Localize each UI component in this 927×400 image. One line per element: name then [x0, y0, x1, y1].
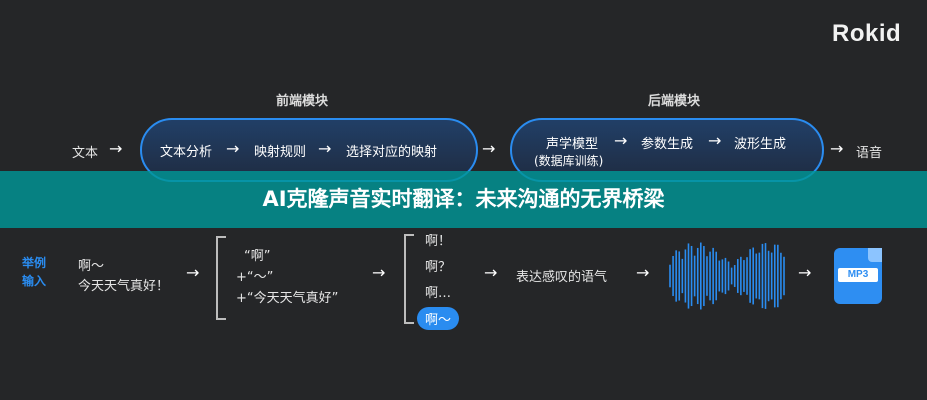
- frontend-module-title: 前端模块: [276, 94, 329, 109]
- backend-step: 波形生成: [734, 137, 787, 152]
- title-banner: [0, 171, 927, 228]
- combo-item: +“～”: [236, 270, 274, 285]
- arrow-icon: →: [318, 139, 332, 158]
- flow-input-text: 文本: [72, 146, 99, 161]
- arrow-icon: →: [636, 263, 650, 282]
- input-label: 输入: [22, 274, 47, 288]
- arrow-icon: →: [614, 131, 628, 150]
- arrow-icon: →: [109, 139, 123, 158]
- file-corner-fold: [868, 248, 882, 262]
- waveform-graphic: [669, 242, 785, 310]
- tone-option-selected: 啊～: [417, 307, 460, 330]
- example-input-line: 今天天气真好！: [78, 279, 170, 294]
- tone-result: 表达感叹的语气: [516, 270, 608, 285]
- example-label: 举例: [22, 256, 47, 270]
- backend-step: 参数生成: [641, 137, 694, 152]
- arrow-icon: →: [708, 131, 722, 150]
- tone-option: 啊？: [425, 260, 452, 275]
- frontend-step: 选择对应的映射: [346, 145, 438, 160]
- arrow-icon: →: [482, 139, 496, 158]
- combo-item: +“今天天气真好”: [236, 291, 339, 306]
- mp3-file-icon: MP3: [834, 248, 882, 304]
- arrow-icon: →: [186, 263, 200, 282]
- combo-item: “啊”: [244, 249, 271, 264]
- backend-database-note: (数据库训练): [534, 154, 604, 168]
- arrow-icon: →: [372, 263, 386, 282]
- frontend-step: 文本分析: [160, 145, 213, 160]
- example-input-line: 啊～: [78, 259, 105, 274]
- rokid-logo: Rokid: [832, 20, 902, 47]
- arrow-icon: →: [830, 139, 844, 158]
- arrow-icon: →: [226, 139, 240, 158]
- banner-title: AI克隆声音实时翻译：未来沟通的无界桥梁: [262, 187, 665, 211]
- mp3-file-label: MP3: [838, 268, 878, 282]
- backend-step: 声学模型: [546, 137, 599, 152]
- tone-option: 啊…: [425, 286, 452, 301]
- options-bracket: [404, 234, 414, 324]
- frontend-step: 映射规则: [254, 145, 307, 160]
- combo-bracket: [216, 236, 226, 320]
- arrow-icon: →: [484, 263, 498, 282]
- tone-option: 啊！: [425, 234, 452, 249]
- flow-output-speech: 语音: [856, 146, 883, 161]
- arrow-icon: →: [798, 263, 812, 282]
- backend-module-title: 后端模块: [648, 94, 701, 109]
